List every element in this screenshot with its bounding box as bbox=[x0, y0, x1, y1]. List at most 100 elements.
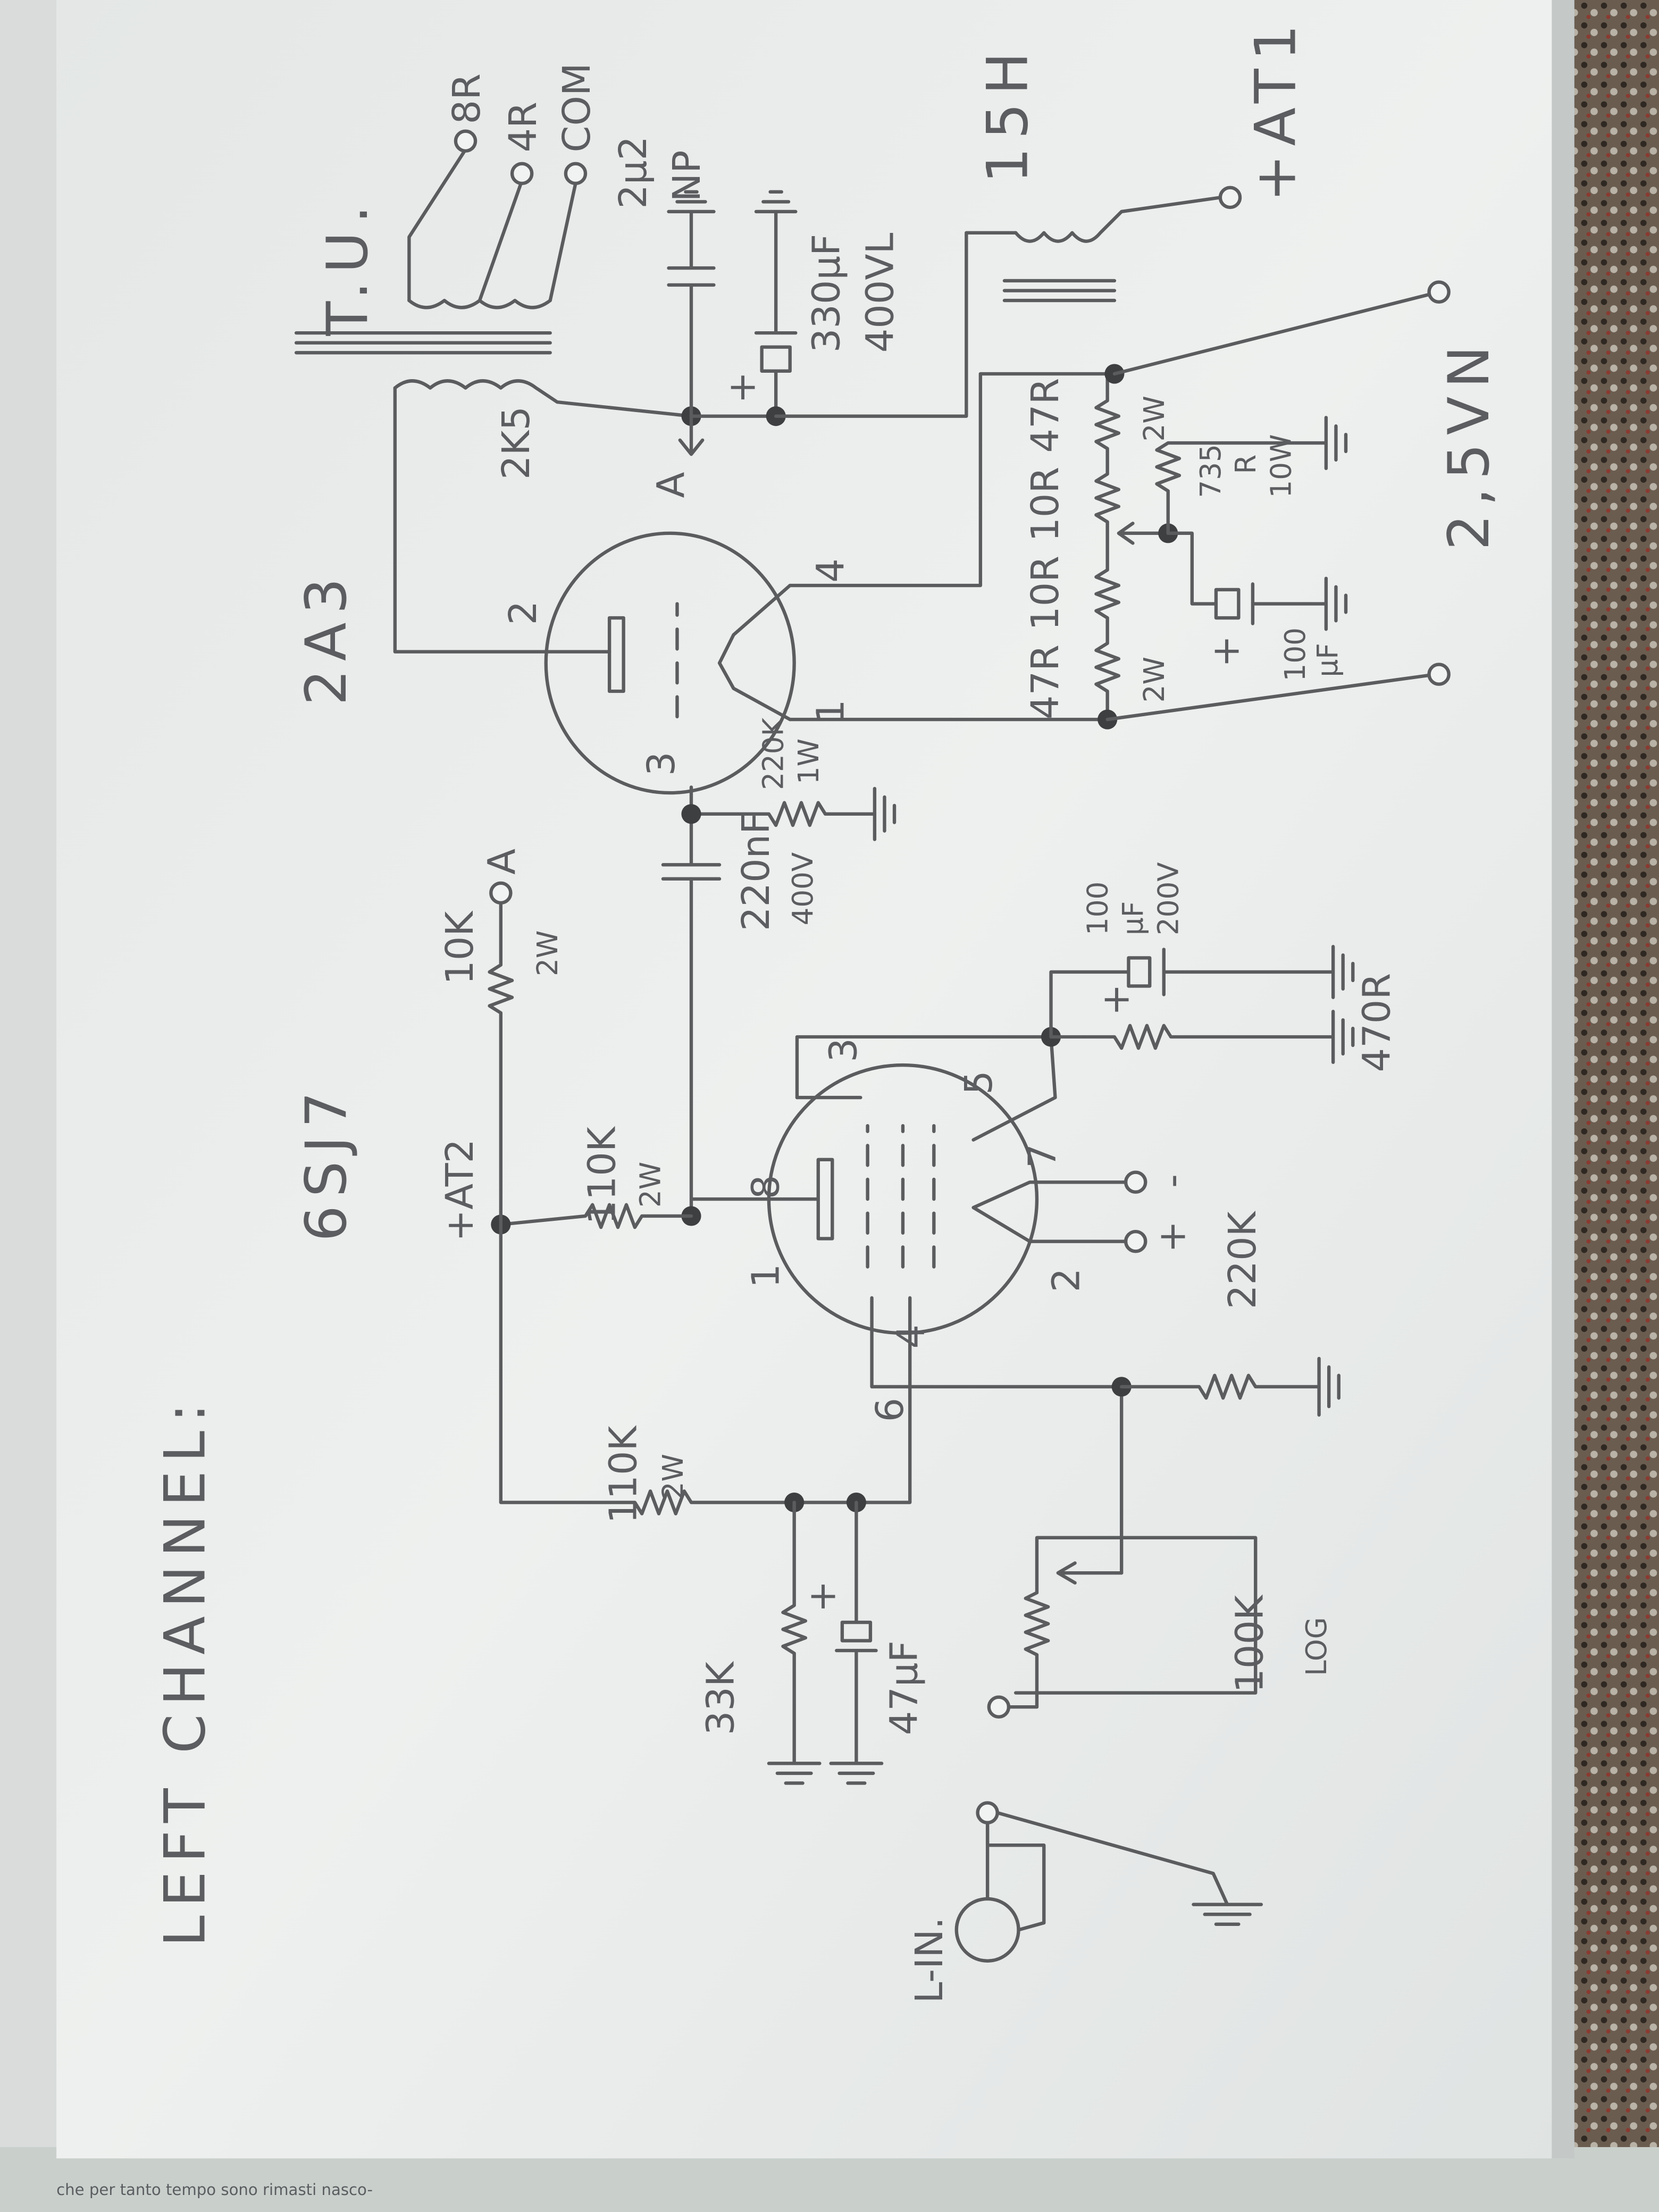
hum-r3: 10R bbox=[1023, 467, 1067, 542]
c-cathode-unit: µF bbox=[1117, 901, 1150, 935]
wire-cathode bbox=[795, 1035, 1057, 1142]
pin-plate-output: 2 bbox=[501, 601, 545, 625]
choke-15h bbox=[1002, 196, 1222, 303]
output-transformer bbox=[294, 129, 693, 418]
filament-supply-label: 2,5VN bbox=[1436, 337, 1502, 550]
tube-2a3 bbox=[544, 531, 796, 795]
wire-filament bbox=[788, 372, 1109, 722]
arrow-a bbox=[678, 414, 705, 456]
capacitor-2u2-np bbox=[667, 190, 716, 418]
r-bias-unit: R bbox=[1229, 455, 1262, 474]
supply-at1-label: +AT1 bbox=[1243, 16, 1309, 202]
capacitor-47uf bbox=[829, 1501, 884, 1785]
c-bias-unit: µF bbox=[1311, 643, 1344, 677]
c-cathode-value: 100 bbox=[1082, 882, 1115, 935]
r-grid-output-value: 220K bbox=[757, 717, 790, 790]
r-screen-value: 110K bbox=[601, 1425, 646, 1524]
r-bias-watt: 10W bbox=[1265, 434, 1298, 498]
capacitor-100uf-cathode bbox=[1049, 945, 1355, 1039]
wire-plate-output bbox=[393, 386, 611, 653]
pin-grid-output: 3 bbox=[639, 752, 683, 776]
pin-5: 5 bbox=[957, 1070, 1001, 1095]
c-bias-plus: + bbox=[1203, 635, 1247, 667]
terminal-filament-1 bbox=[1427, 663, 1451, 686]
page-fragment-text: che per tanto tempo sono rimasti nasco- bbox=[56, 2181, 373, 2199]
output-transformer-label: T.U. bbox=[315, 197, 381, 336]
coupling-capacitor bbox=[661, 863, 722, 881]
r-screen-watt: 2W bbox=[657, 1454, 690, 1499]
primary-impedance-label: 2K5 bbox=[494, 406, 538, 480]
heater-terminal-minus bbox=[1124, 1170, 1147, 1194]
coupling-cap-value: 220nF bbox=[734, 812, 778, 931]
wire-filament-supply bbox=[1105, 290, 1441, 722]
r-bias-value: 735 bbox=[1194, 444, 1227, 498]
c-330uf-plus: + bbox=[719, 372, 764, 404]
pin-fil-4: 4 bbox=[809, 558, 853, 583]
c-47uf-label: 47µF bbox=[882, 1640, 926, 1735]
c-cathode-voltage: 200V bbox=[1152, 862, 1185, 935]
paper-edge bbox=[1552, 0, 1574, 2159]
pin-6: 6 bbox=[868, 1398, 912, 1422]
tap-4r: 4R bbox=[501, 102, 545, 152]
schematic: LEFT CHANNEL: 6SJ7 2A3 T.U. L-IN. 100K L… bbox=[153, 16, 1502, 2003]
input-jack bbox=[954, 1695, 1263, 1963]
c-bias-value: 100 bbox=[1279, 627, 1312, 681]
junction-dot bbox=[681, 804, 701, 824]
resistor-220k-grid bbox=[1119, 1356, 1340, 1417]
terminal-at1 bbox=[1218, 186, 1242, 210]
tap-8r: 8R bbox=[445, 73, 489, 124]
tap-com: COM bbox=[555, 63, 599, 152]
terminal-a bbox=[489, 881, 513, 905]
resistor-470r bbox=[1049, 1010, 1355, 1064]
pin-8: 8 bbox=[743, 1175, 787, 1200]
title-label: LEFT CHANNEL: bbox=[153, 1395, 219, 1947]
hum-watt-right: 2W bbox=[1138, 396, 1171, 441]
input-label: L-IN. bbox=[907, 1917, 951, 2003]
hum-resistor-network bbox=[1094, 372, 1121, 722]
driver-tube-label: 6SJ7 bbox=[294, 1083, 359, 1241]
pot-taper: LOG bbox=[1300, 1617, 1333, 1676]
heater-minus-label: - bbox=[1150, 1174, 1194, 1188]
node-a-output-label: A bbox=[649, 472, 693, 498]
resistor-735r bbox=[1155, 416, 1348, 535]
r-grid-driver-label: 220K bbox=[1220, 1210, 1264, 1309]
resistor-220k-1w bbox=[689, 786, 896, 841]
capacitor-100uf-bias bbox=[1166, 531, 1348, 631]
wire-b-plus bbox=[774, 231, 1018, 418]
pin-7: 7 bbox=[1020, 1144, 1064, 1168]
r-33k-label: 33K bbox=[699, 1661, 743, 1735]
wire-grid-driver bbox=[870, 1296, 1124, 1575]
c-np-type: NP bbox=[665, 150, 709, 202]
c-cathode-plus: + bbox=[1093, 984, 1137, 1016]
resistor-110k-plate bbox=[499, 1203, 693, 1229]
pin-2: 2 bbox=[1044, 1268, 1088, 1293]
resistor-33k bbox=[767, 1501, 822, 1785]
r-plate-value: 110K bbox=[580, 1126, 624, 1225]
pin-1: 1 bbox=[743, 1264, 787, 1288]
heater-terminal-plus bbox=[1124, 1229, 1147, 1253]
choke-label: 15H bbox=[975, 44, 1041, 183]
volume-pot bbox=[1007, 1536, 1258, 1709]
hum-r4: 47R bbox=[1023, 378, 1067, 453]
supply-at2-label: +AT2 bbox=[438, 1139, 482, 1242]
hum-watt-left: 2W bbox=[1138, 657, 1171, 702]
node-a-label: A bbox=[480, 849, 524, 875]
hum-r1: 47R bbox=[1023, 644, 1067, 719]
hum-r2: 10R bbox=[1023, 556, 1067, 631]
r-grid-output-watt: 1W bbox=[792, 739, 825, 784]
resistor-10k bbox=[488, 901, 514, 1227]
r-decouple-watt: 2W bbox=[531, 931, 564, 976]
coupling-cap-voltage: 400V bbox=[786, 852, 819, 926]
r-decouple-value: 10K bbox=[438, 910, 482, 985]
pot-value: 100K bbox=[1227, 1594, 1271, 1693]
terminal-filament-2 bbox=[1427, 280, 1451, 304]
c-47uf-plus: + bbox=[800, 1580, 844, 1612]
r-cathode-label: 470R bbox=[1354, 973, 1398, 1072]
c-filter-voltage: 400VL bbox=[858, 233, 902, 353]
c-filter-value: 330µF bbox=[805, 234, 849, 353]
heater-plus-label: + bbox=[1150, 1221, 1194, 1253]
r-plate-watt: 2W bbox=[634, 1162, 667, 1208]
pin-3: 3 bbox=[821, 1038, 865, 1062]
c-np-value: 2µ2 bbox=[611, 136, 655, 209]
paper-sheet bbox=[56, 0, 1566, 2159]
